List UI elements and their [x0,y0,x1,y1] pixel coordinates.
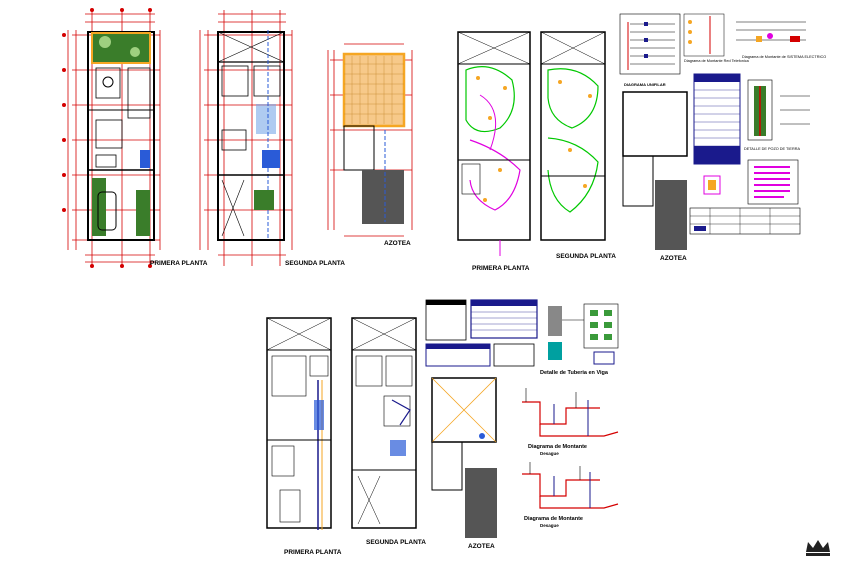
elec-bottom-table [689,207,801,235]
elec-small-detail [703,175,721,195]
pozo-de-tierra [747,79,810,141]
label-pozo-tierra: DETALLE DE POZO DE TIERRA [744,147,800,151]
plumbing-plans: PRIMERA PLANTA SEGUNDA PLANTA AZOTEA [266,299,619,556]
crown-logo [806,540,830,556]
montante-telefonica [683,13,725,57]
label-arch-segunda-planta: SEGUNDA PLANTA [285,260,345,267]
label-montante-2: Diagrama de Montante [524,516,583,522]
diagrama-unifilar [619,13,681,75]
label-plumb-primera-planta: PRIMERA PLANTA [284,549,342,556]
plumb-plan-segunda-planta [351,317,417,529]
label-plumb-azotea: AZOTEA [468,543,495,550]
label-montante-1: Diagrama de Montante [528,444,587,450]
label-elec-primera-planta: PRIMERA PLANTA [472,265,530,272]
diagrama-montante-1 [522,388,619,437]
diagrama-montante-2 [522,462,619,509]
elec-notes-box [747,159,799,205]
electrical-plans: PRIMERA PLANTA SEGUNDA PLANTA AZOTEA [457,13,826,272]
label-montante-2-sub: Desague [540,523,559,528]
label-arch-primera-planta: PRIMERA PLANTA [150,260,208,267]
label-detalle-tuberia: Detalle de Tuberia en Viga [540,370,609,376]
elec-plan-segunda-planta [540,31,606,241]
arch-plan-segunda-planta [199,10,293,266]
label-diagrama-unifilar: DIAGRAMA UNIFILAR [624,82,666,87]
elec-plan-azotea [622,91,688,250]
elec-plan-primera-planta [457,31,531,256]
architectural-plans: PRIMERA PLANTA [62,8,413,268]
elec-legend-table [693,73,741,165]
plumb-plan-azotea [431,377,497,538]
plumb-legend-tables [425,299,538,367]
label-montante-sistema: Diagrama de Montante de SISTEMA ELECTRIC… [742,55,826,59]
montante-sistema-electrico [736,21,806,42]
label-arch-azotea: AZOTEA [384,240,411,247]
arch-plan-azotea [327,43,413,237]
label-montante-1-sub: Desague [540,451,559,456]
plumb-plan-primera-planta [266,317,332,530]
detalle-tuberia-viga [548,303,619,365]
label-plumb-segunda-planta: SEGUNDA PLANTA [366,539,426,546]
arch-plan-primera-planta [62,8,161,268]
label-elec-segunda-planta: SEGUNDA PLANTA [556,253,616,260]
label-montante-telefonica: Diagrama de Montante Red Telefonica [684,59,750,63]
label-elec-azotea: AZOTEA [660,255,687,262]
